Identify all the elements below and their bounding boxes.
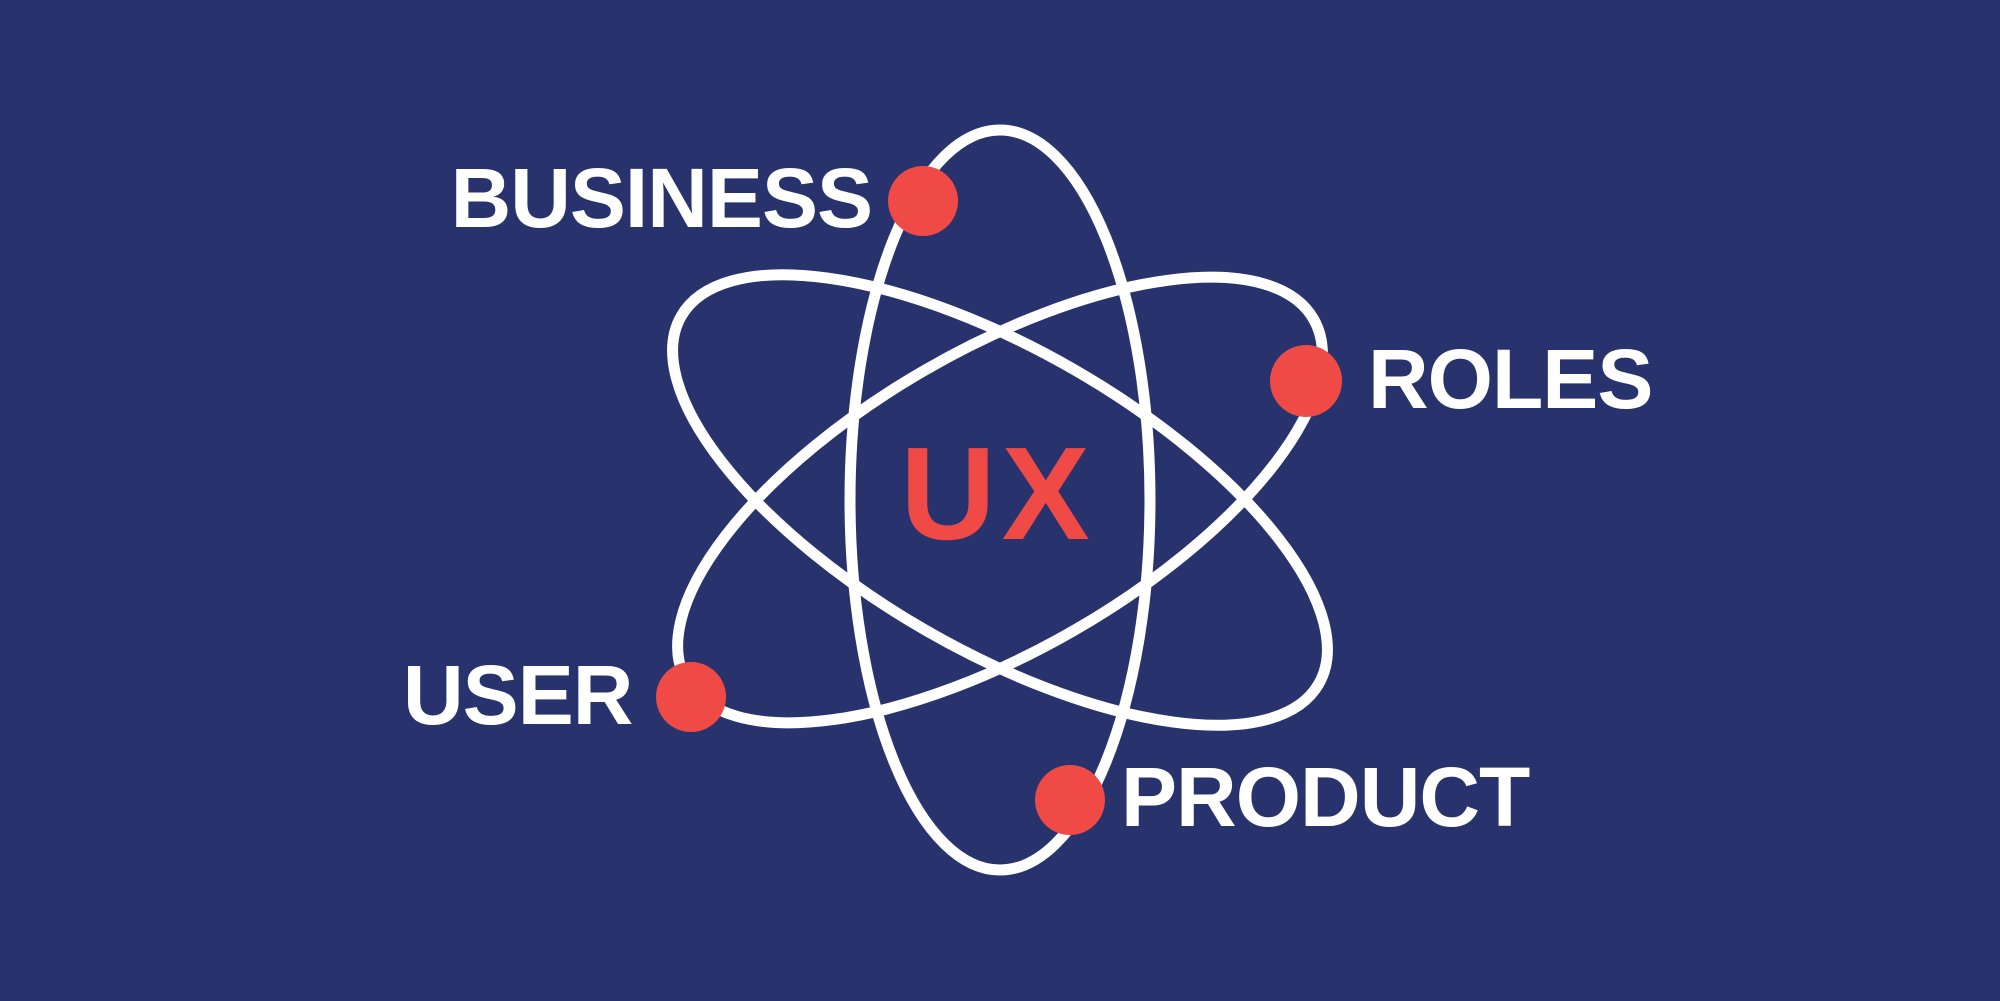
user-node-dot — [656, 662, 726, 732]
business-node-label: BUSINESS — [450, 151, 873, 245]
ux-center-label: UX — [900, 420, 1096, 567]
roles-node-label: ROLES — [1368, 332, 1653, 426]
orbit-vertical-ellipse — [844, 124, 1156, 876]
orbit-diagonal-falling-ellipse — [667, 269, 1333, 731]
user-node-label: USER — [403, 648, 633, 742]
roles-node-dot — [1270, 345, 1342, 417]
product-node-dot — [1035, 765, 1105, 835]
business-node-dot — [888, 166, 958, 236]
product-node-label: PRODUCT — [1121, 750, 1530, 844]
